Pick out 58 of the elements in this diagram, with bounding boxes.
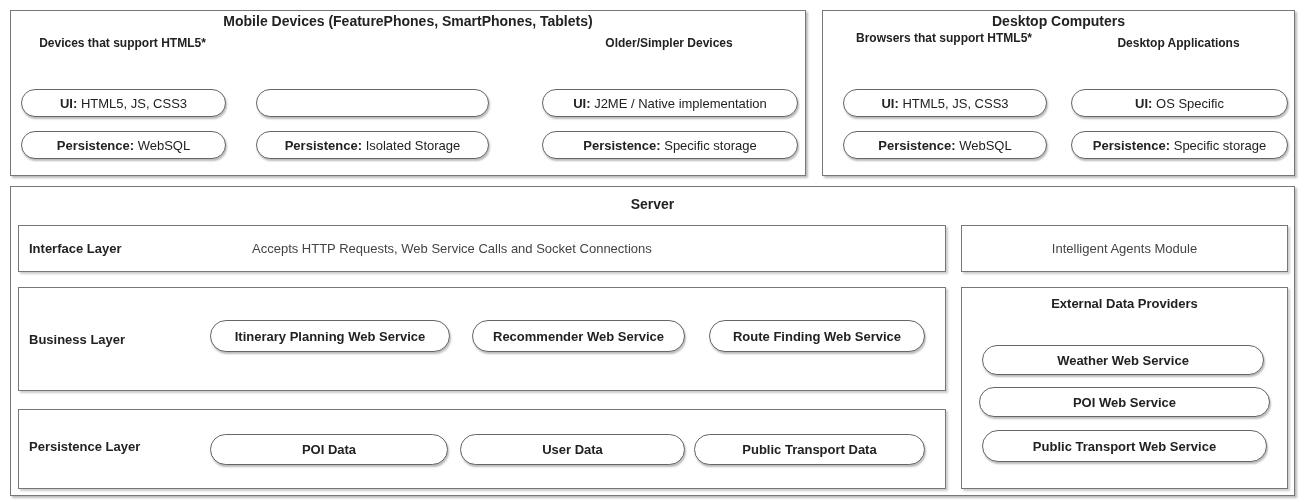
group-frame	[822, 10, 1295, 176]
layer-panel	[18, 225, 946, 272]
layer-panel	[18, 287, 946, 391]
component-pill	[256, 89, 489, 117]
service-name: Weather Web Service	[1057, 352, 1189, 368]
component-pill	[472, 320, 685, 352]
component-label: Persistence: Isolated Storage	[284, 137, 461, 153]
component-label: UI: J2ME / Native implementation	[573, 95, 767, 111]
column-heading: Devices that support HTML5*	[38, 36, 207, 50]
column-heading: Desktop Applications	[1116, 36, 1241, 50]
component-label: UI: HTML5, JS, CSS3	[881, 95, 1009, 111]
group-title: Server	[629, 196, 676, 212]
component-pill	[542, 89, 798, 117]
group-title: External Data Providers	[1050, 296, 1199, 311]
service-name: POI Data	[301, 442, 357, 457]
component-label: UI: HTML5, JS, CSS3	[59, 95, 188, 111]
component-pill	[21, 131, 226, 159]
component-label: Persistence: Specific storage	[1092, 137, 1267, 153]
layer-description: Accepts HTTP Requests, Web Service Calls and Socket Connections	[252, 241, 652, 256]
group-frame	[10, 186, 1295, 496]
layer-title: Interface Layer	[29, 241, 122, 256]
component-pill	[979, 387, 1270, 417]
component-pill	[210, 320, 450, 352]
component-pill	[709, 320, 925, 352]
layer-panel	[961, 225, 1288, 272]
component-label: Persistence: WebSQL	[56, 137, 191, 153]
module-title: Intelligent Agents Module	[1050, 241, 1199, 256]
service-name: Public Transport Web Service	[1032, 438, 1217, 454]
component-pill	[256, 131, 489, 159]
component-pill	[982, 430, 1267, 462]
component-pill	[210, 434, 448, 465]
component-pill	[1071, 131, 1288, 159]
service-name: Recommender Web Service	[493, 328, 664, 344]
group-title: Mobile Devices (FeaturePhones, SmartPhones, Tablets)	[222, 13, 594, 29]
service-name: User Data	[542, 442, 603, 457]
component-label: UI: OS Specific	[1135, 95, 1224, 111]
component-label: Persistence: Specific storage	[583, 137, 757, 153]
component-pill	[843, 89, 1047, 117]
group-title: Desktop Computers	[991, 13, 1126, 29]
layer-title: Business Layer	[29, 332, 126, 347]
service-name: Public Transport Data	[742, 442, 877, 457]
column-heading: Older/Simpler Devices	[604, 36, 734, 50]
component-pill	[542, 131, 798, 159]
component-pill	[1071, 89, 1288, 117]
component-pill	[982, 345, 1264, 375]
column-heading: Browsers that support HTML5*	[855, 31, 1033, 45]
layer-title: Persistence Layer	[29, 439, 141, 454]
component-pill	[694, 434, 925, 465]
layer-panel	[18, 409, 946, 489]
component-pill	[843, 131, 1047, 159]
service-name: Route Finding Web Service	[732, 328, 902, 344]
component-pill	[21, 89, 226, 117]
service-name: POI Web Service	[1072, 394, 1177, 410]
layer-panel	[961, 287, 1288, 489]
group-frame	[10, 10, 806, 176]
component-pill	[460, 434, 685, 465]
service-name: Itinerary Planning Web Service	[234, 328, 426, 344]
component-label: Persistence: WebSQL	[878, 137, 1012, 153]
